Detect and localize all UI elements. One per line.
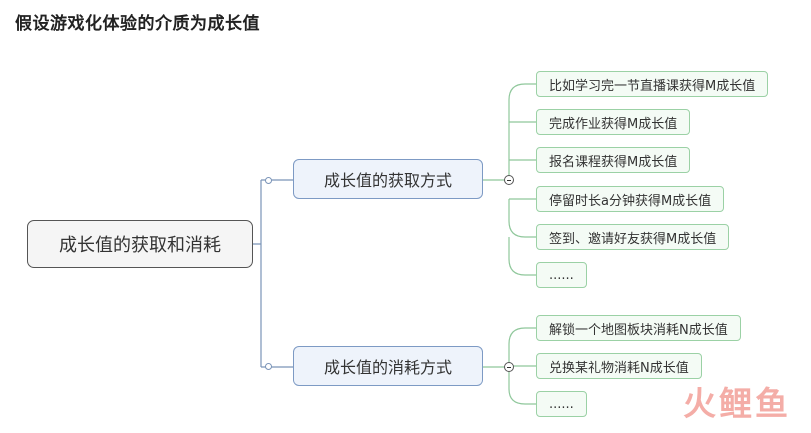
leaf-node[interactable]: 完成作业获得M成长值 xyxy=(536,109,691,135)
leaf-node[interactable]: ...... xyxy=(536,262,587,288)
branch-connector-dot xyxy=(265,177,272,184)
watermark-logo: 火鲤鱼 xyxy=(683,384,791,423)
leaf-node[interactable]: ...... xyxy=(536,391,587,417)
root-node[interactable]: 成长值的获取和消耗 xyxy=(27,220,253,268)
leaf-node[interactable]: 报名课程获得M成长值 xyxy=(536,147,691,173)
collapse-toggle-icon[interactable] xyxy=(504,362,514,372)
branch-node-acquisition[interactable]: 成长值的获取方式 xyxy=(293,159,483,199)
leaf-node[interactable]: 比如学习完一节直播课获得M成长值 xyxy=(536,71,769,97)
leaf-node[interactable]: 兑换某礼物消耗N成长值 xyxy=(536,353,702,379)
branch-node-consumption[interactable]: 成长值的消耗方式 xyxy=(293,346,483,386)
leaf-node[interactable]: 停留时长a分钟获得M成长值 xyxy=(536,186,725,212)
leaf-node[interactable]: 解锁一个地图板块消耗N成长值 xyxy=(536,315,741,341)
branch-connector-dot xyxy=(265,363,272,370)
collapse-toggle-icon[interactable] xyxy=(504,175,514,185)
leaf-node[interactable]: 签到、邀请好友获得M成长值 xyxy=(536,224,730,250)
diagram-title: 假设游戏化体验的介质为成长值 xyxy=(15,14,260,34)
